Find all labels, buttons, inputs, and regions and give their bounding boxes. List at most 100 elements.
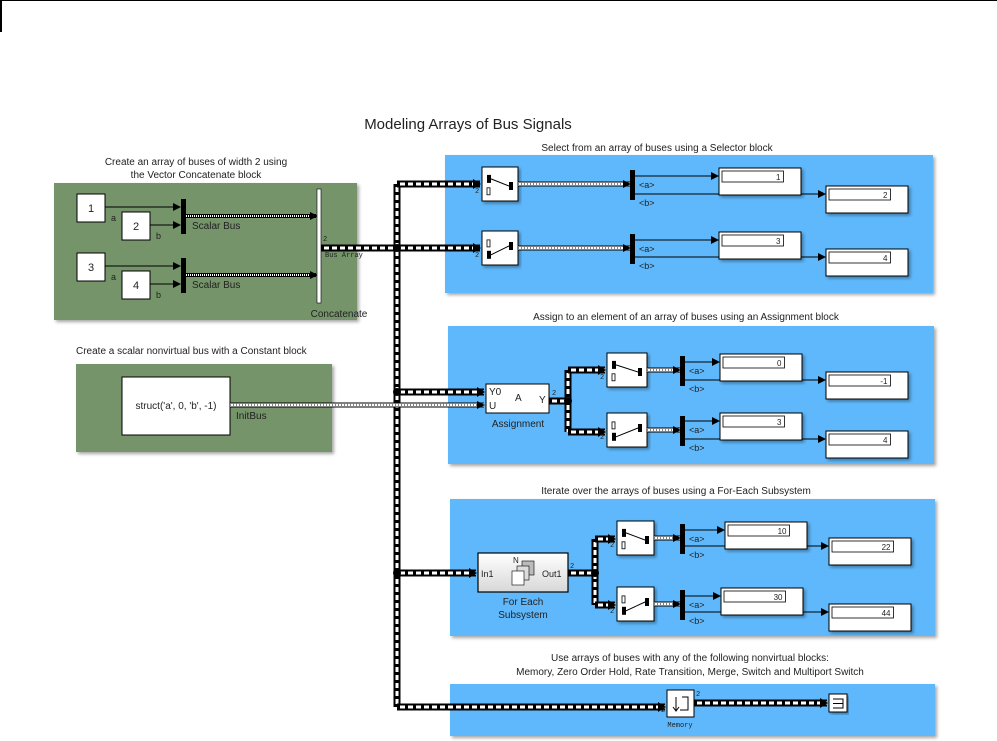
assignment_area-switch-out-1[interactable]: [647, 366, 681, 374]
for-each-label-2: Subsystem: [498, 610, 547, 621]
bus-creator-2[interactable]: [181, 258, 186, 293]
assignment_area-bus-selector-1[interactable]: [680, 356, 685, 386]
assignment_area-bus-selector-2[interactable]: [680, 416, 685, 446]
bus-to-memory[interactable]: [397, 702, 666, 712]
assignment_area-label-b-1: <b>: [689, 384, 705, 394]
foreach_area-bus-selector-1[interactable]: [680, 524, 685, 554]
constant-value-3: 3: [88, 262, 94, 274]
branch-point-4[interactable]: [564, 397, 572, 405]
assignment-block[interactable]: Y0 U A Y: [485, 383, 550, 414]
memory-caption-2: Memory, Zero Order Hold, Rate Transition…: [516, 667, 864, 678]
for-each-in1-port: In1: [481, 569, 494, 579]
selector_area-bus-selector-2[interactable]: [630, 234, 635, 264]
foreach_area-display-4[interactable]: 44: [828, 603, 912, 632]
assignment_area-display-3-value: 3: [777, 418, 782, 427]
bus-line-scalar-2[interactable]: [186, 271, 318, 279]
assignment_area-switch-out-2[interactable]: [647, 426, 681, 434]
assignment-to-switch-2[interactable]: [568, 427, 606, 437]
selector_area-switch-1[interactable]: [481, 166, 519, 202]
selector_area-display-3-value: 3: [776, 237, 781, 246]
foreach_area-display-2-value: 22: [882, 543, 891, 552]
struct-constant-value: struct('a', 0, 'b', -1): [136, 401, 217, 412]
signal-label-b-1: b: [156, 231, 161, 241]
foreach_area-width-label-2: 2: [610, 608, 614, 616]
concat-caption-1: Create an array of buses of width 2 usin…: [105, 157, 287, 168]
assignment-to-switch-1[interactable]: [568, 365, 606, 375]
memory-out-width: 2: [696, 691, 700, 699]
selector_area-switch-2[interactable]: [481, 230, 519, 266]
scalar-bus-label-1: Scalar Bus: [192, 221, 240, 232]
constant-block-2[interactable]: [121, 211, 151, 241]
foreach_area-switch-out-1[interactable]: [654, 534, 681, 542]
selector-caption: Select from an array of buses using a Se…: [541, 143, 773, 154]
selector_area-switch-out-1[interactable]: [518, 180, 631, 188]
assignment_area-switch-2[interactable]: [606, 412, 648, 448]
assignment_area-display-2-value: -1: [880, 377, 888, 386]
selector_area-width-label-2: 2: [475, 252, 479, 260]
window-left-border: [0, 0, 2, 32]
branch-point-5[interactable]: [591, 569, 599, 577]
concat-width-label: 2: [323, 236, 327, 244]
struct-constant-block[interactable]: [121, 376, 231, 436]
bus-to-foreach[interactable]: [397, 568, 477, 578]
foreach_area-switch-1[interactable]: [616, 520, 655, 556]
bus-to-selector-2[interactable]: [397, 243, 481, 253]
initbus-to-assignment-u[interactable]: [230, 401, 485, 409]
assignment-caption: Assign to an element of an array of buse…: [533, 312, 840, 323]
assignment_area-display-1[interactable]: 0: [719, 353, 803, 382]
bus-to-assignment-y0[interactable]: [397, 387, 485, 397]
foreach_area-switch-out-2[interactable]: [654, 600, 681, 608]
for-each-icon: [511, 560, 535, 586]
assignment_area-switch-1[interactable]: [606, 352, 648, 388]
branch-point-1[interactable]: [393, 244, 401, 252]
constant-caption: Create a scalar nonvirtual bus with a Co…: [76, 346, 308, 357]
memory-block[interactable]: [666, 689, 695, 718]
memory-in-width: 2: [661, 707, 665, 715]
assignment-block-label: Assignment: [492, 419, 544, 430]
bus-array-label: Bus Array: [325, 252, 363, 260]
selector_area-display-1[interactable]: 1: [718, 167, 802, 196]
signal-label-a-1: a: [111, 213, 116, 223]
assignment_area-display-3[interactable]: 3: [719, 412, 803, 441]
constant-block-1[interactable]: [76, 193, 106, 223]
terminator-block[interactable]: [828, 693, 848, 713]
constant-block-3[interactable]: [76, 252, 106, 282]
foreach_area-display-1[interactable]: 10: [724, 521, 808, 550]
foreach_area-label-a-2: <a>: [689, 600, 705, 610]
foreach_area-label-b-2: <b>: [689, 616, 705, 626]
constant-block-4[interactable]: [121, 270, 151, 300]
constant-area: Create a scalar nonvirtual bus with a Co…: [76, 346, 332, 452]
bus-lines: [230, 179, 828, 712]
branch-point-2[interactable]: [393, 388, 401, 396]
bus-creator-1[interactable]: [181, 199, 186, 234]
foreach_area-display-3[interactable]: 30: [720, 587, 804, 616]
assignment-port-y: Y: [539, 395, 546, 406]
concat-area: Create an array of buses of width 2 usin…: [54, 157, 368, 320]
selector_area-switch-out-2[interactable]: [518, 244, 631, 252]
selector_area-bus-selector-1[interactable]: [630, 170, 635, 200]
selector_area-display-2[interactable]: 2: [825, 185, 909, 214]
initbus-label: InitBus: [236, 411, 267, 422]
selector_area-display-1-value: 1: [776, 173, 781, 182]
foreach_area-display-2[interactable]: 22: [828, 537, 912, 566]
selector_area-display-4[interactable]: 4: [825, 248, 909, 277]
bus-memory-to-terminator[interactable]: [694, 698, 828, 708]
assignment_area-display-2[interactable]: -1: [825, 371, 909, 400]
bus-to-selector-1[interactable]: [397, 179, 481, 189]
bus-line-scalar-1[interactable]: [186, 212, 318, 220]
model-title: Modeling Arrays of Bus Signals: [364, 116, 572, 133]
foreach_area-switch-2[interactable]: [616, 586, 655, 622]
scalar-bus-label-2: Scalar Bus: [192, 280, 240, 291]
foreach-to-switch-2[interactable]: [595, 600, 616, 610]
selector_area-display-3[interactable]: 3: [718, 231, 802, 260]
vector-concatenate-block[interactable]: [316, 188, 322, 304]
branch-point-3[interactable]: [393, 569, 401, 577]
foreach_area-bus-selector-2[interactable]: [680, 590, 685, 620]
for-each-subsystem-block[interactable]: In1 Out1 N: [477, 552, 569, 593]
assignment_area-display-4[interactable]: 4: [825, 430, 909, 459]
window-top-border: [0, 0, 997, 1]
assignment_area-label-a-1: <a>: [689, 366, 705, 376]
foreach-to-switch-1[interactable]: [595, 534, 616, 544]
selector_area-label-b-1: <b>: [639, 198, 655, 208]
